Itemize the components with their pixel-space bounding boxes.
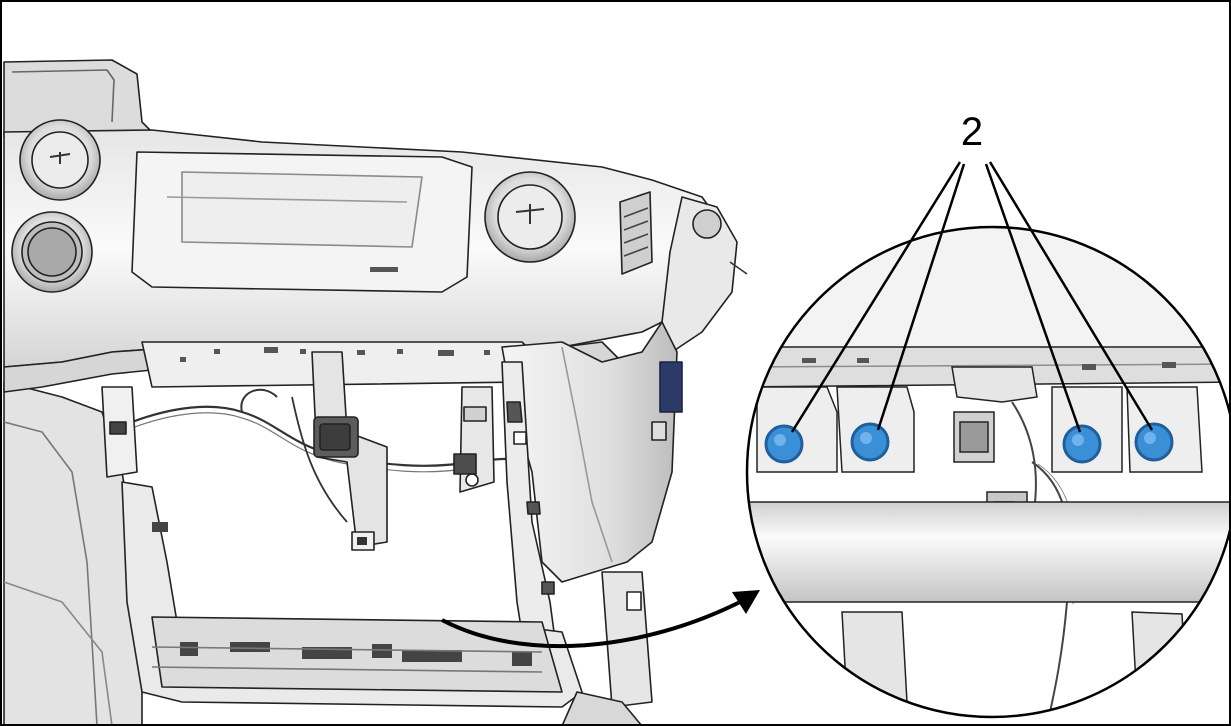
callout-number: 2 [960, 110, 984, 154]
blue-fastener [850, 422, 890, 462]
detail-magnifier-circle [745, 225, 1229, 719]
connector-dark [659, 361, 683, 413]
dashboard-assembly [3, 59, 748, 724]
blue-fastener [1062, 424, 1102, 464]
curved-arrow [441, 590, 760, 649]
leader-lines [790, 161, 1154, 433]
blue-fastener [1134, 422, 1174, 462]
blue-fastener [764, 424, 804, 464]
